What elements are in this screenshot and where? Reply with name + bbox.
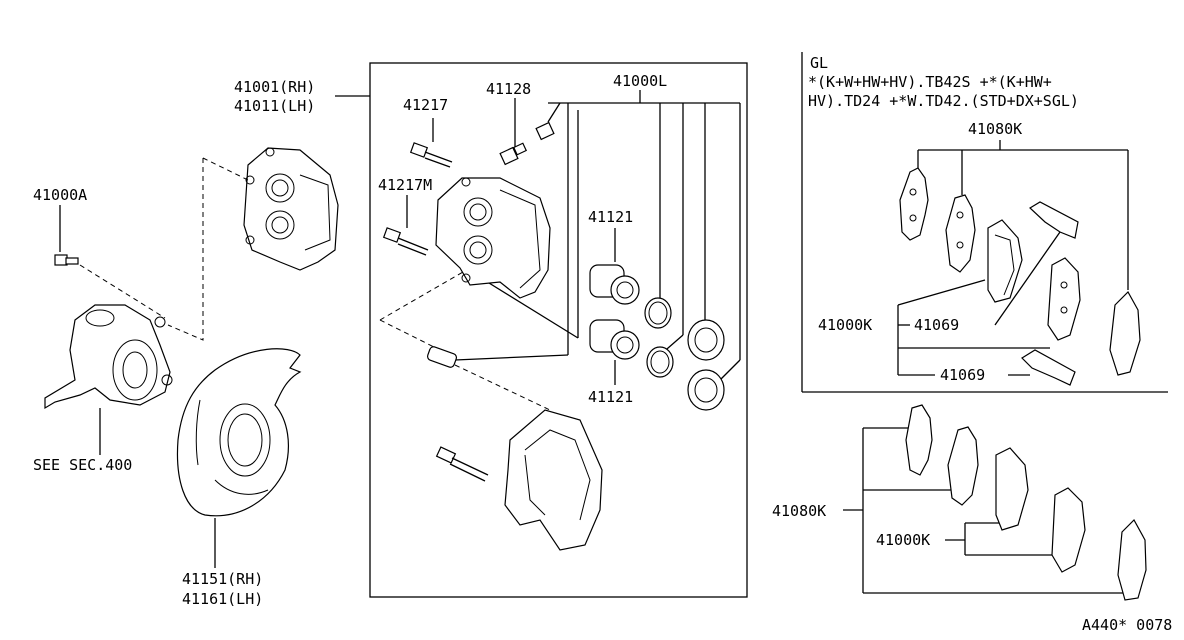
label-shield-lh: 41161(LH) <box>182 590 263 608</box>
lower-pad-outer <box>995 447 1029 531</box>
dust-shield <box>176 348 302 568</box>
gl-shim-plate <box>1109 291 1141 376</box>
label-gl-title: GL <box>810 54 828 72</box>
label-gl-pad-set: 41000K <box>818 316 872 334</box>
label-see-sec: SEE SEC.400 <box>33 456 132 474</box>
label-piston-upper: 41121 <box>588 208 633 226</box>
label-figure-code: A440* 0078 <box>1082 616 1172 634</box>
caliper-assembly-box <box>369 62 748 598</box>
lower-shim-inner <box>947 426 979 506</box>
caliper-body-outer <box>243 147 339 271</box>
label-lower-pad-kit: 41080K <box>772 502 826 520</box>
gl-shim-outer <box>899 167 929 241</box>
label-gl-shim-lower: 41069 <box>940 366 985 384</box>
gl-variant-box <box>801 52 1168 393</box>
pin-boot <box>426 346 458 368</box>
lower-shim-plate <box>1117 519 1147 601</box>
label-shield-rh: 41151(RH) <box>182 570 263 588</box>
label-piston-lower: 41121 <box>588 388 633 406</box>
label-bleeder-41128: 41128 <box>486 80 531 98</box>
piston-upper <box>589 228 640 305</box>
label-kit-41000L: 41000L <box>613 72 667 90</box>
lower-shim-outer <box>905 404 933 476</box>
label-gl-line2: HV).TD24 +*W.TD42.(STD+DX+SGL) <box>808 92 1079 110</box>
torque-member <box>504 409 603 551</box>
gl-pad-kit-leaders <box>897 140 1129 376</box>
label-bolt-41217M: 41217M <box>378 176 432 194</box>
piston-lower <box>589 319 640 385</box>
kit-41000L-leaders <box>454 90 741 381</box>
gl-anti-rattle-clip-upper <box>1029 201 1079 239</box>
steering-knuckle <box>44 304 173 455</box>
lower-pad-inner <box>1051 487 1086 573</box>
bolt-41217M <box>382 195 429 256</box>
label-pin-41000A: 41000A <box>33 186 87 204</box>
label-caliper-lh: 41011(LH) <box>234 97 315 115</box>
dust-boots <box>687 319 725 411</box>
label-bolt-41217: 41217 <box>403 96 448 114</box>
caliper-body-inner <box>435 177 551 299</box>
gl-shim-inner <box>945 194 976 273</box>
label-lower-pad-set: 41000K <box>876 531 930 549</box>
bolt-41217 <box>409 118 453 168</box>
label-caliper-rh: 41001(RH) <box>234 78 315 96</box>
assembly-dashes <box>79 157 551 411</box>
piston-seals <box>644 297 674 378</box>
bleeder-41128 <box>499 98 555 166</box>
pin-41000A <box>54 205 79 266</box>
gl-pad-inner <box>1047 257 1081 341</box>
label-gl-shim-upper: 41069 <box>914 316 959 334</box>
gl-anti-rattle-clip-lower <box>1021 349 1076 386</box>
guide-pin-lower <box>435 446 489 482</box>
lower-pad-kit-leaders <box>843 427 1130 594</box>
label-gl-line1: *(K+W+HW+HV).TB42S +*(K+HW+ <box>808 73 1052 91</box>
gl-pad-outer <box>987 219 1023 303</box>
label-gl-pad-kit: 41080K <box>968 120 1022 138</box>
